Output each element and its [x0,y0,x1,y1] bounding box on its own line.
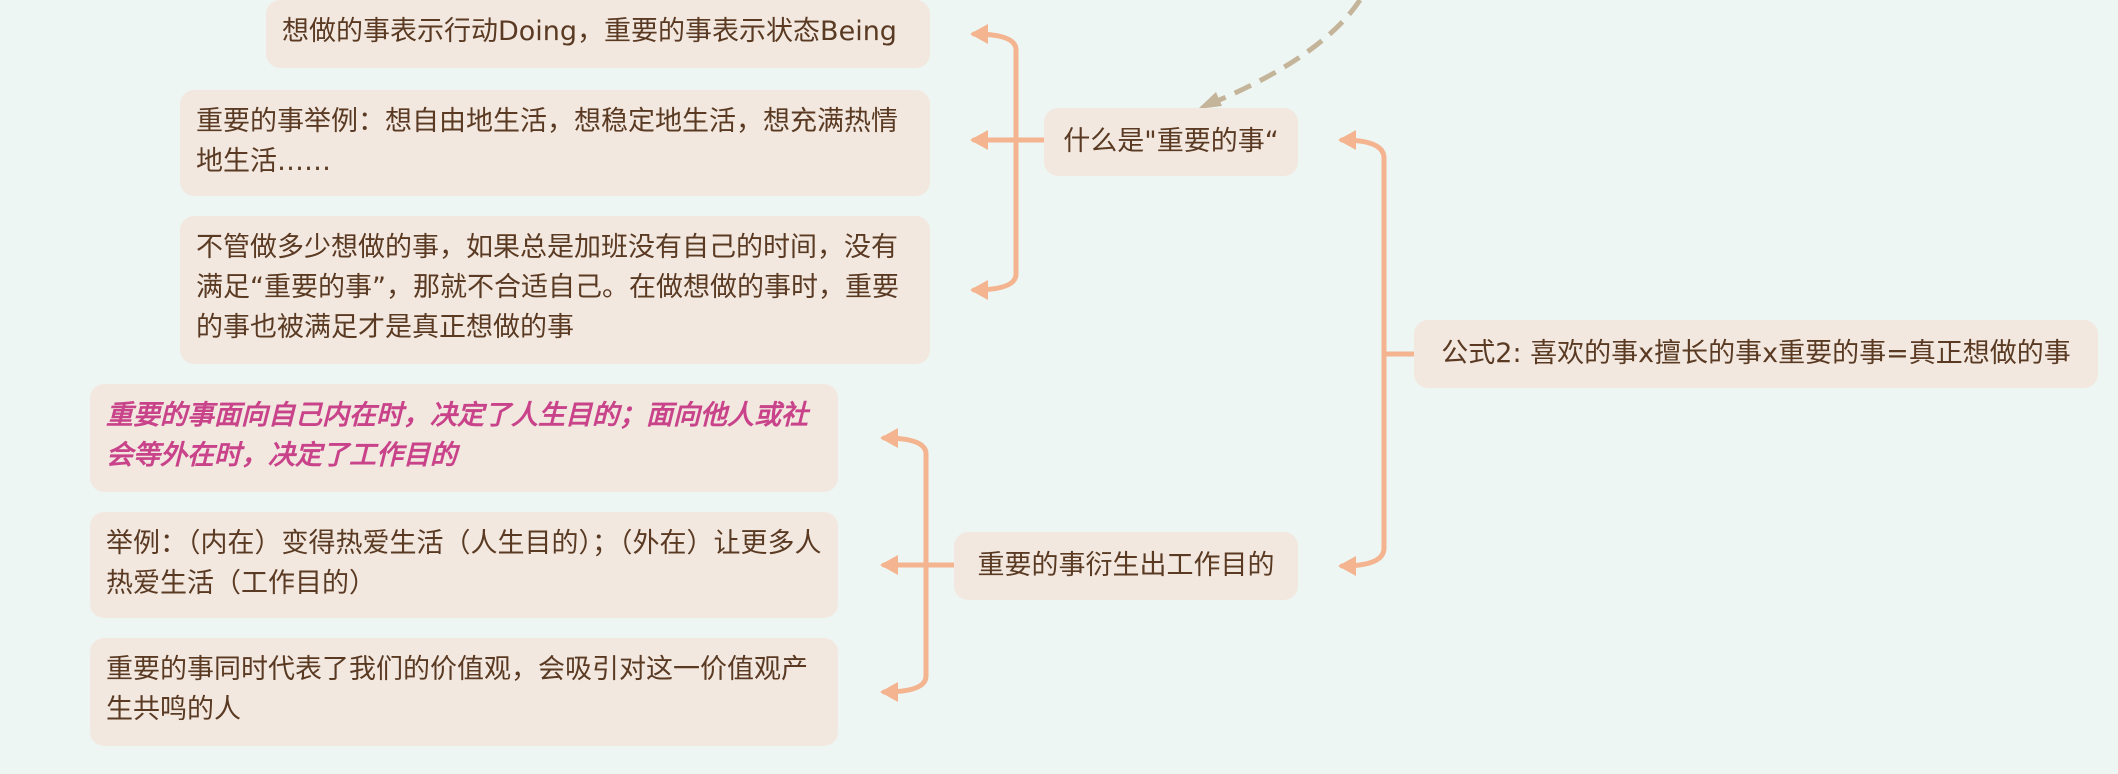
branch-node-what-is-important[interactable]: 什么是"重要的事“ [1044,108,1298,176]
leaf-node-text: 想做的事表示行动Doing，重要的事表示状态Being [282,16,897,47]
leaf-node-values-resonance[interactable]: 重要的事同时代表了我们的价值观，会吸引对这一价值观产生共鸣的人 [90,638,838,746]
branch-1-bracket [971,31,1047,293]
dashed-link-arrowhead [1198,92,1222,109]
root-bracket-arrowheads [1338,130,1356,576]
branch-1-arrowheads [970,24,988,300]
leaf-node-text: 重要的事举例：想自由地生活，想稳定地生活，想充满热情地生活…… [196,106,898,177]
leaf-node-text: 重要的事面向自己内在时，决定了人生目的；面向他人或社会等外在时，决定了工作目的 [106,400,808,471]
leaf-node-doing-being[interactable]: 想做的事表示行动Doing，重要的事表示状态Being [266,0,930,68]
branch-node-text: 什么是"重要的事“ [1063,126,1279,157]
leaf-node-text: 不管做多少想做的事，如果总是加班没有自己的时间，没有满足“重要的事”，那就不合适… [196,232,899,343]
branch-node-text: 重要的事衍生出工作目的 [977,550,1275,581]
leaf-node-text: 重要的事同时代表了我们的价值观，会吸引对这一价值观产生共鸣的人 [106,654,808,725]
branch-2-arrowheads [880,428,898,702]
dashed-cross-link [1199,0,1363,111]
root-node-text: 公式2: 喜欢的事x擅长的事x重要的事=真正想做的事 [1441,338,2071,369]
branch-node-work-purpose[interactable]: 重要的事衍生出工作目的 [954,532,1298,600]
root-bracket [1339,137,1417,569]
leaf-node-important-examples[interactable]: 重要的事举例：想自由地生活，想稳定地生活，想充满热情地生活…… [180,90,930,196]
leaf-node-purpose-example[interactable]: 举例：（内在）变得热爱生活（人生目的）；（外在）让更多人热爱生活（工作目的） [90,512,838,618]
leaf-node-text: 举例：（内在）变得热爱生活（人生目的）；（外在）让更多人热爱生活（工作目的） [106,528,822,599]
root-node[interactable]: 公式2: 喜欢的事x擅长的事x重要的事=真正想做的事 [1414,320,2098,388]
leaf-node-inner-outer-purpose[interactable]: 重要的事面向自己内在时，决定了人生目的；面向他人或社会等外在时，决定了工作目的 [90,384,838,492]
leaf-node-overtime-mismatch[interactable]: 不管做多少想做的事，如果总是加班没有自己的时间，没有满足“重要的事”，那就不合适… [180,216,930,364]
